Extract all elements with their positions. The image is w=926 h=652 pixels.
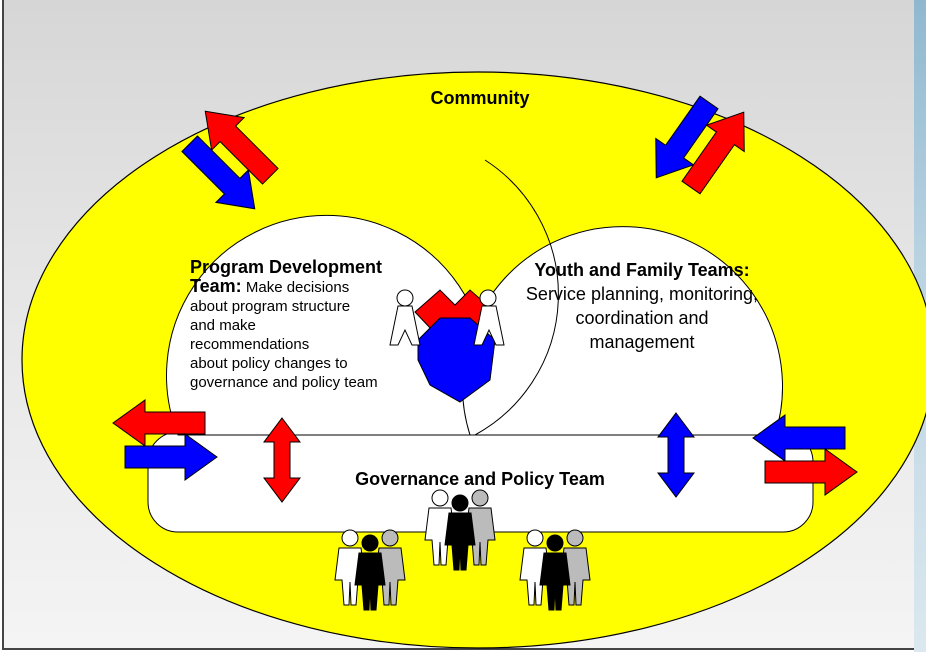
bidirectional-arrow-icon [112, 399, 218, 481]
youth-family-line: coordination and [575, 308, 709, 328]
youth-family-line: management [589, 332, 695, 352]
program-development-line-1: Team: Make decisions [190, 277, 430, 297]
program-development-heading-cont: Team: [190, 276, 242, 296]
youth-family-text: Youth and Family Teams: Service planning… [492, 258, 792, 354]
program-development-line: governance and policy team [190, 374, 378, 391]
people-group-icon [334, 529, 406, 611]
program-development-line: about policy changes to [190, 355, 348, 372]
program-development-text-first: Make decisions [245, 279, 350, 296]
youth-family-line: Service planning, monitoring, [525, 284, 759, 304]
bidirectional-arrow-icon [655, 95, 745, 195]
bidirectional-arrow-icon [181, 110, 279, 210]
bidirectional-arrow-icon [263, 417, 301, 503]
handshake-icon [389, 289, 505, 403]
program-development-heading: Program Development [190, 257, 383, 277]
program-development-line: and make [190, 317, 256, 334]
program-development-text: Program Development Team: Make decisions… [190, 258, 430, 392]
overlap-outline [474, 159, 559, 436]
program-development-line: recommendations [190, 336, 310, 353]
people-group-icon [519, 529, 591, 611]
youth-family-heading: Youth and Family Teams: [534, 260, 750, 280]
people-group-icon [424, 489, 496, 571]
program-development-line: about program structure [190, 298, 351, 315]
community-label: Community [430, 88, 530, 108]
bidirectional-arrow-icon [657, 412, 695, 498]
governance-label: Governance and Policy Team [355, 469, 605, 489]
bidirectional-arrow-icon [752, 414, 858, 496]
